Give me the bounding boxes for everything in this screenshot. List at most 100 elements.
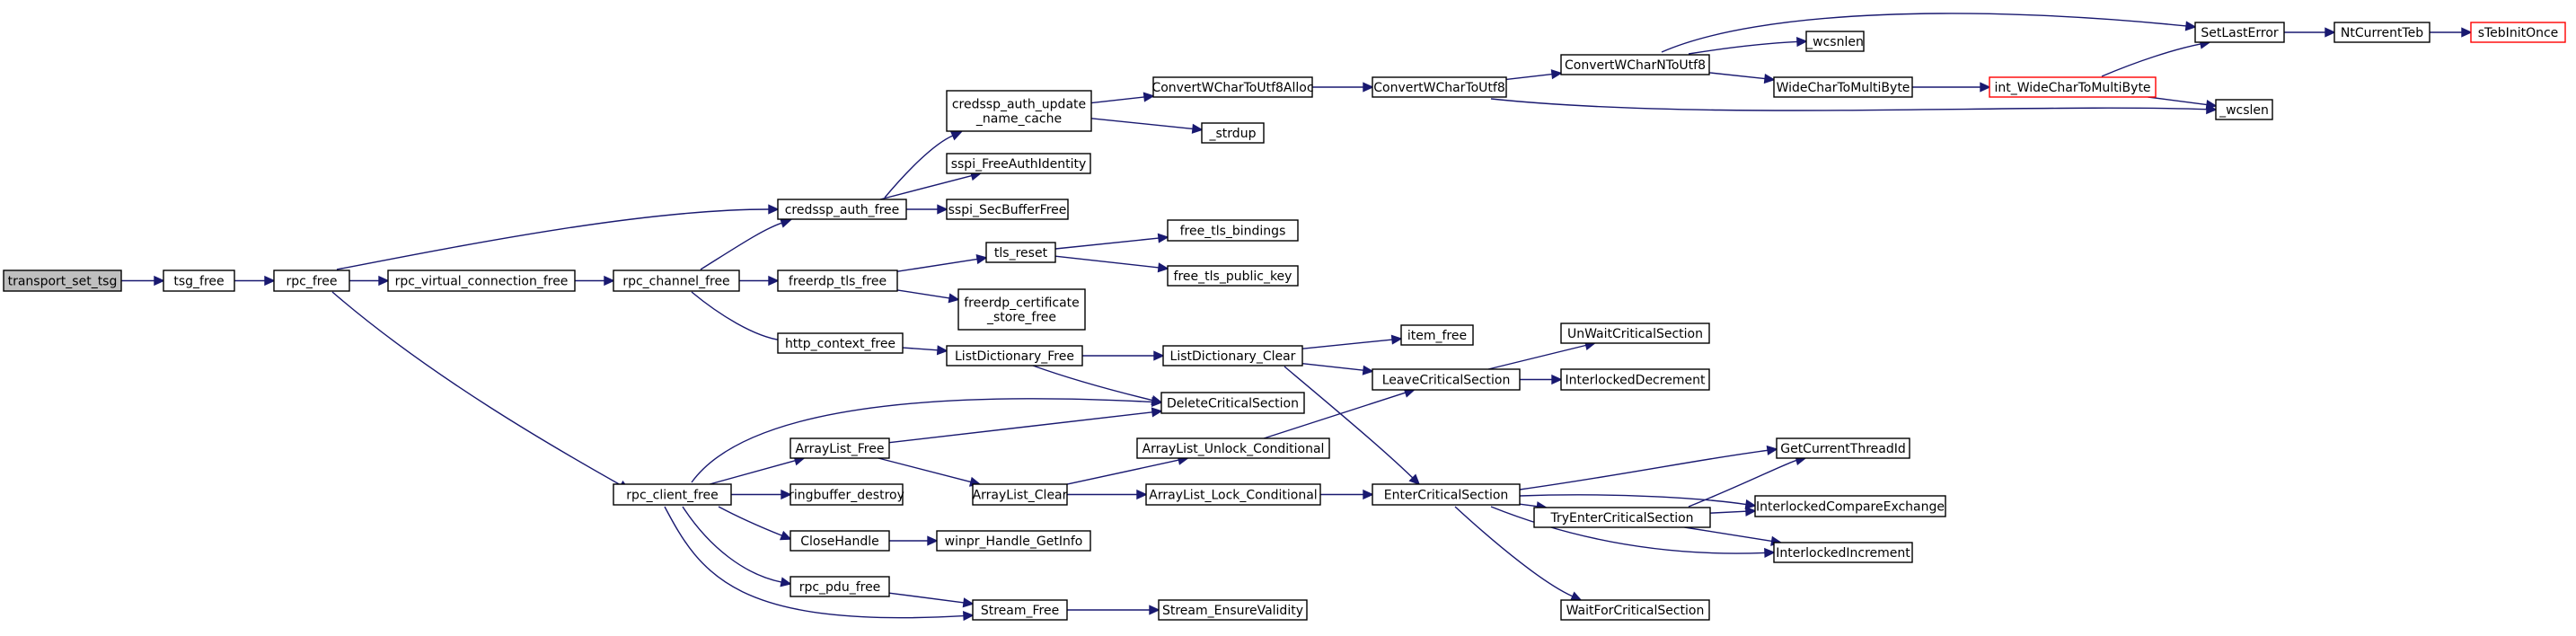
edge-CloseHandle-to-winpr_Handle_GetInfo [889, 535, 939, 546]
node-freerdp-tls-free[interactable]: freerdp_tls_free [777, 269, 898, 292]
node-label: free_tls_public_key [1174, 269, 1292, 284]
node-freerdp-certificate-store-free[interactable]: freerdp_certificate_store_free [957, 288, 1086, 331]
node-transport-set-tsg[interactable]: transport_set_tsg [3, 269, 122, 292]
edge-ListDictionary_Clear-to-item_free [1301, 334, 1403, 349]
node-label: Stream_Free [981, 604, 1059, 618]
node-SetLastError[interactable]: SetLastError [2194, 22, 2285, 43]
node-sTebInitOnce[interactable]: sTebInitOnce [2470, 22, 2566, 43]
node-ConvertWCharToUtf8Alloc[interactable]: ConvertWCharToUtf8Alloc [1151, 76, 1314, 98]
node-InterlockedIncrement[interactable]: InterlockedIncrement [1773, 542, 1913, 563]
node-label: ConvertWCharToUtf8Alloc [1151, 81, 1313, 95]
node-label: rpc_free [287, 275, 338, 289]
node-label: InterlockedIncrement [1776, 546, 1910, 561]
node-InterlockedCompareExchange[interactable]: InterlockedCompareExchange [1754, 495, 1946, 517]
node-label: _wcslen [2219, 103, 2269, 118]
node-EnterCriticalSection[interactable]: EnterCriticalSection [1372, 483, 1521, 506]
edge-int_WideCharToMultiByte-to-SetLastError [2101, 39, 2211, 77]
node-int-WideCharToMultiByte[interactable]: int_WideCharToMultiByte [1989, 76, 2157, 98]
node-ringbuffer-destroy[interactable]: ringbuffer_destroy [789, 483, 904, 506]
node-rpc-virtual-connection-free[interactable]: rpc_virtual_connection_free [387, 269, 576, 292]
node-DeleteCriticalSection[interactable]: DeleteCriticalSection [1160, 392, 1305, 414]
node-NtCurrentTeb[interactable]: NtCurrentTeb [2333, 22, 2430, 43]
edge-freerdp_tls_free-to-tls_reset [896, 254, 988, 272]
node-tls-reset[interactable]: tls_reset [985, 242, 1056, 263]
node-CloseHandle[interactable]: CloseHandle [790, 530, 890, 552]
edge-NtCurrentTeb-to-sTebInitOnce [2430, 27, 2473, 38]
node-ArrayList-Clear[interactable]: ArrayList_Clear [972, 483, 1068, 506]
edge-rpc_virtual_connection_free-to-rpc_channel_free [575, 275, 615, 287]
node-label: credssp_auth_update [952, 98, 1086, 112]
node-ArrayList-Free[interactable]: ArrayList_Free [790, 437, 890, 459]
node-ArrayList-Lock-Conditional[interactable]: ArrayList_Lock_Conditional [1145, 483, 1321, 506]
node-tsg-free[interactable]: tsg_free [163, 269, 235, 292]
edge-rpc_client_free-to-CloseHandle [718, 506, 792, 541]
node-label: InterlockedCompareExchange [1756, 500, 1945, 515]
node-Stream-Free[interactable]: Stream_Free [972, 599, 1068, 621]
edge-LeaveCriticalSection-to-InterlockedDecrement [1520, 374, 1563, 385]
node-label: WaitForCriticalSection [1566, 604, 1705, 618]
node-ConvertWCharNToUtf8[interactable]: ConvertWCharNToUtf8 [1560, 54, 1710, 75]
node-Stream-EnsureValidity[interactable]: Stream_EnsureValidity [1158, 599, 1308, 621]
node-http-context-free[interactable]: http_context_free [777, 332, 904, 354]
node-ConvertWCharToUtf8[interactable]: ConvertWCharToUtf8 [1372, 76, 1507, 98]
node-LeaveCriticalSection[interactable]: LeaveCriticalSection [1372, 368, 1521, 391]
node-credssp-auth-update-name-cache[interactable]: credssp_auth_update_name_cache [946, 90, 1092, 132]
edge-EnterCriticalSection-to-InterlockedIncrement [1490, 506, 1776, 559]
node-rpc-free[interactable]: rpc_free [273, 269, 350, 292]
edge-TryEnterCriticalSection-to-InterlockedIncrement [1684, 526, 1783, 546]
edge-ArrayList_Free-to-DeleteCriticalSection [888, 407, 1163, 444]
edge-tls_reset-to-free_tls_bindings [1054, 233, 1169, 250]
node-wcsnlen[interactable]: _wcsnlen [1805, 31, 1865, 52]
node-ArrayList-Unlock-Conditional[interactable]: ArrayList_Unlock_Conditional [1136, 437, 1330, 459]
node-item-free[interactable]: item_free [1400, 324, 1474, 346]
edge-Stream_Free-to-Stream_EnsureValidity [1067, 605, 1160, 615]
node-rpc-pdu-free[interactable]: rpc_pdu_free [790, 576, 890, 597]
edge-ConvertWCharToUtf8Alloc-to-ConvertWCharToUtf8 [1312, 82, 1374, 93]
node-label: ArrayList_Lock_Conditional [1149, 489, 1317, 503]
node-label: InterlockedDecrement [1566, 374, 1706, 388]
node-label: NtCurrentTeb [2341, 26, 2423, 40]
node-label: sspi_SecBufferFree [948, 203, 1067, 217]
node-label: CloseHandle [800, 534, 879, 549]
node-winpr-Handle-GetInfo[interactable]: winpr_Handle_GetInfo [936, 530, 1091, 552]
node-sspi-SecBufferFree[interactable]: sspi_SecBufferFree [946, 199, 1069, 220]
node-UnWaitCriticalSection[interactable]: UnWaitCriticalSection [1560, 322, 1710, 344]
node-label: _wcsnlen [1805, 35, 1864, 49]
node-TryEnterCriticalSection[interactable]: TryEnterCriticalSection [1533, 507, 1711, 528]
node-label: ArrayList_Clear [973, 489, 1068, 503]
node-label: GetCurrentThreadId [1780, 442, 1906, 456]
edge-credssp_auth_update_name_cache-to-ConvertWCharToUtf8Alloc [1090, 92, 1155, 104]
node-WaitForCriticalSection[interactable]: WaitForCriticalSection [1560, 599, 1710, 621]
node-label: ringbuffer_destroy [789, 489, 904, 503]
node-ListDictionary-Clear[interactable]: ListDictionary_Clear [1162, 345, 1303, 367]
node-label: ConvertWCharToUtf8 [1373, 81, 1505, 95]
node-credssp-auth-free[interactable]: credssp_auth_free [777, 199, 907, 220]
edge-rpc_client_free-to-DeleteCriticalSection [691, 396, 1163, 483]
edge-SetLastError-to-NtCurrentTeb [2284, 27, 2336, 38]
node-label: _strdup [1209, 127, 1257, 141]
node-free-tls-public-key[interactable]: free_tls_public_key [1167, 265, 1299, 287]
call-graph-nodes: transport_set_tsg tsg_free rpc_free rpc_vir… [3, 22, 2566, 621]
node-label: Stream_EnsureValidity [1162, 604, 1303, 618]
edge-ListDictionary_Clear-to-LeaveCriticalSection [1301, 362, 1374, 375]
node-ListDictionary-Free[interactable]: ListDictionary_Free [946, 345, 1083, 367]
node-label: credssp_auth_free [785, 203, 900, 217]
node-wcslen[interactable]: _wcslen [2215, 99, 2273, 120]
node-rpc-channel-free[interactable]: rpc_channel_free [613, 269, 740, 292]
node-label: TryEnterCriticalSection [1549, 511, 1693, 526]
node-sspi-FreeAuthIdentity[interactable]: sspi_FreeAuthIdentity [946, 153, 1091, 174]
node-strdup[interactable]: _strdup [1201, 122, 1265, 144]
node-GetCurrentThreadId[interactable]: GetCurrentThreadId [1776, 437, 1910, 459]
node-WideCharToMultiByte[interactable]: WideCharToMultiByte [1773, 76, 1913, 98]
edge-EnterCriticalSection-to-InterlockedCompareExchange [1519, 494, 1757, 509]
edge-TryEnterCriticalSection-to-InterlockedCompareExchange [1709, 506, 1757, 517]
edge-rpc_client_free-to-ringbuffer_destroy [731, 489, 792, 500]
call-graph-edges [121, 13, 2473, 622]
node-label: tsg_free [173, 275, 224, 289]
edge-ArrayList_Clear-to-ArrayList_Unlock_Conditional [1066, 455, 1189, 485]
node-label: ArrayList_Free [796, 442, 885, 456]
node-rpc-client-free[interactable]: rpc_client_free [613, 483, 732, 506]
node-InterlockedDecrement[interactable]: InterlockedDecrement [1560, 368, 1710, 391]
node-free-tls-bindings[interactable]: free_tls_bindings [1167, 219, 1299, 242]
edge-ConvertWCharNToUtf8-to-WideCharToMultiByte [1708, 72, 1776, 84]
